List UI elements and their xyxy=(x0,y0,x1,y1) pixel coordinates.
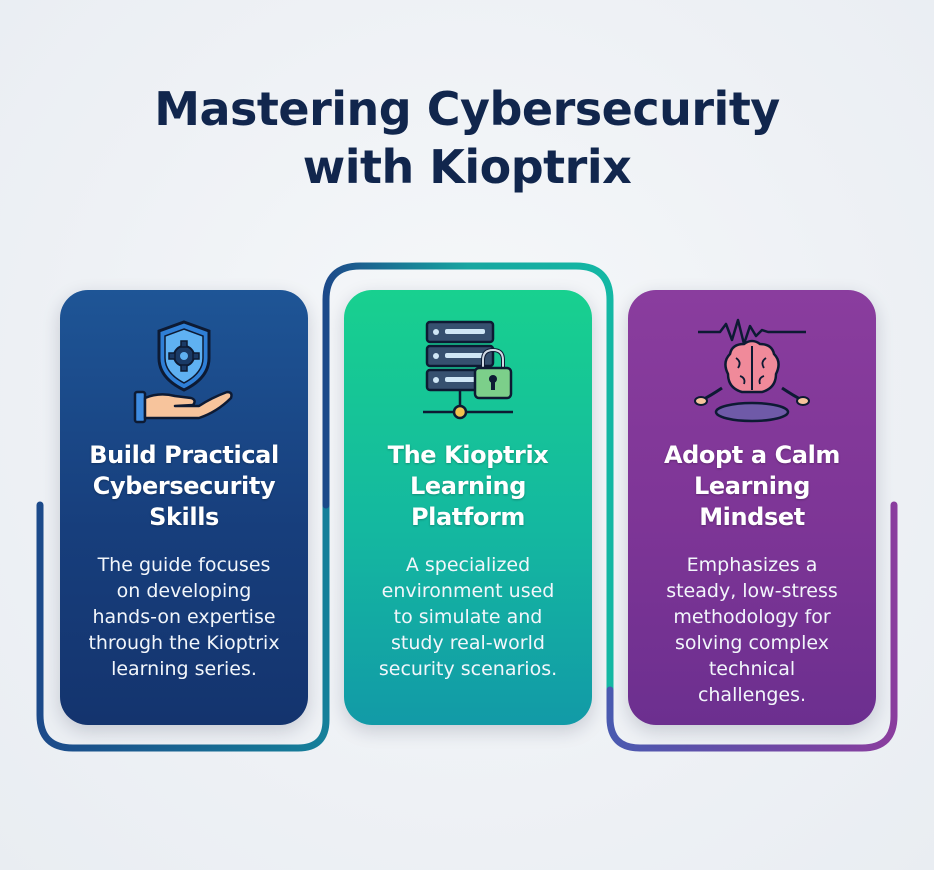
card-title-line: Mindset xyxy=(699,503,805,531)
card-title-line: Cybersecurity xyxy=(92,472,276,500)
card-description-line: through the Kioptrix xyxy=(88,632,280,654)
card-description-line: environment used xyxy=(381,580,555,602)
card-learning-platform: The Kioptrix Learning Platform A special… xyxy=(344,290,592,725)
card-title: Adopt a Calm Learning Mindset xyxy=(638,440,866,533)
card-description-line: A specialized xyxy=(405,554,531,576)
server-lock-icon xyxy=(344,316,592,426)
card-description-line: Emphasizes a xyxy=(686,554,818,576)
card-description-line: methodology for xyxy=(673,606,831,628)
card-description: Emphasizes a steady, low-stress methodol… xyxy=(642,552,862,708)
card-description-line: to simulate and xyxy=(393,606,543,628)
card-title-line: Learning xyxy=(694,472,810,500)
card-description: The guide focuses on developing hands-on… xyxy=(74,552,294,682)
meditating-brain-icon xyxy=(628,316,876,426)
card-title-line: The Kioptrix xyxy=(387,441,549,469)
page-title: Mastering Cybersecurity with Kioptrix xyxy=(0,80,934,196)
card-description-line: steady, low-stress xyxy=(666,580,838,602)
card-title-line: Platform xyxy=(410,503,526,531)
page-title-line-1: Mastering Cybersecurity xyxy=(154,82,780,136)
card-description-line: security scenarios. xyxy=(378,658,558,680)
shield-gear-hand-icon xyxy=(60,316,308,426)
card-title: Build Practical Cybersecurity Skills xyxy=(70,440,298,533)
connector-left xyxy=(36,296,330,752)
card-description-line: The guide focuses xyxy=(97,554,271,576)
card-title-line: Build Practical xyxy=(89,441,279,469)
page-title-line-2: with Kioptrix xyxy=(302,140,632,194)
connector-right xyxy=(606,501,898,752)
card-description-line: technical xyxy=(708,658,796,680)
card-practical-skills: Build Practical Cybersecurity Skills The… xyxy=(60,290,308,725)
card-description-line: on developing xyxy=(116,580,252,602)
card-description-line: solving complex xyxy=(675,632,829,654)
connector-middle xyxy=(322,262,614,704)
card-description-line: learning series. xyxy=(111,658,257,680)
card-title: The Kioptrix Learning Platform xyxy=(354,440,582,533)
card-description-line: challenges. xyxy=(697,684,807,706)
card-title-line: Skills xyxy=(149,503,219,531)
card-description: A specialized environment used to simula… xyxy=(358,552,578,682)
card-title-line: Learning xyxy=(410,472,526,500)
card-calm-mindset: Adopt a Calm Learning Mindset Emphasizes… xyxy=(628,290,876,725)
card-description-line: study real-world xyxy=(391,632,545,654)
card-title-line: Adopt a Calm xyxy=(663,441,841,469)
card-description-line: hands-on expertise xyxy=(92,606,276,628)
